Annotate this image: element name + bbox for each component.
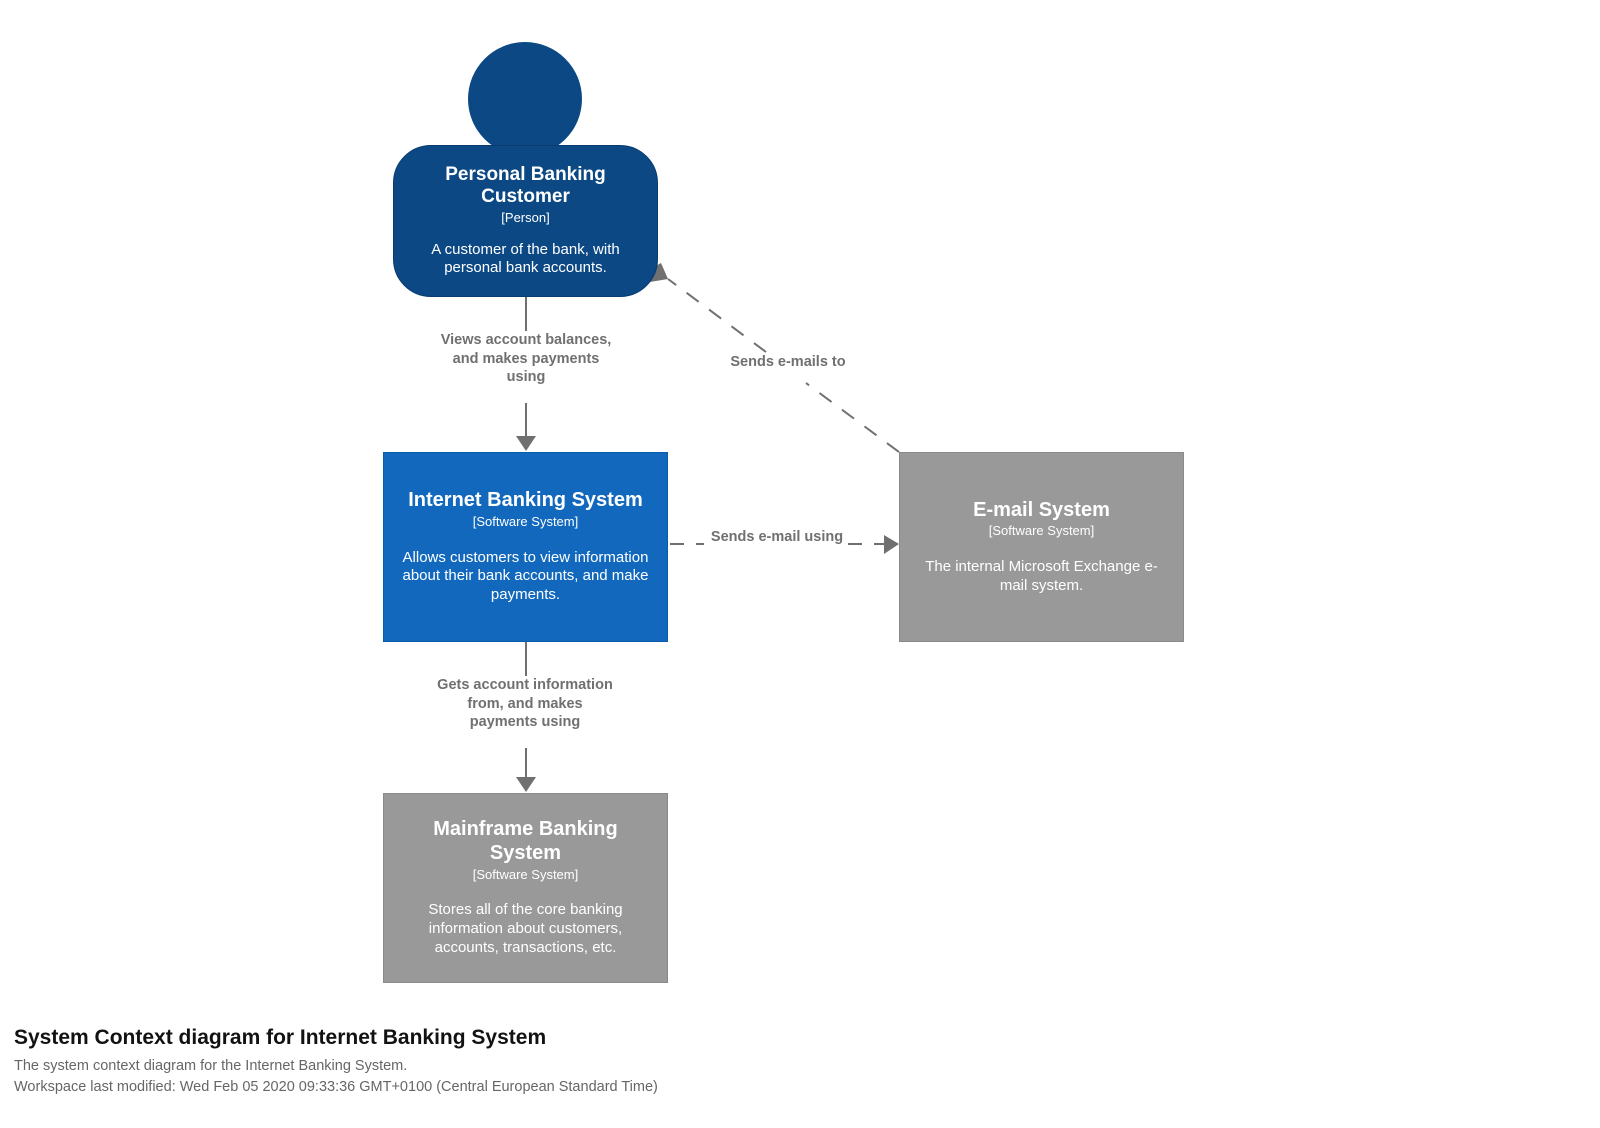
node-name: Personal Banking Customer: [445, 163, 606, 208]
edge-label-internet-banking-to-mainframe: Gets account information from, and makes…: [435, 676, 615, 732]
node-personal-banking-customer[interactable]: Personal Banking Customer [Person] A cus…: [393, 145, 658, 297]
diagram-footer: System Context diagram for Internet Bank…: [14, 1024, 658, 1098]
diagram-title: System Context diagram for Internet Bank…: [14, 1026, 547, 1049]
node-mainframe-banking-system[interactable]: Mainframe Banking System [Software Syste…: [383, 793, 668, 983]
person-head-icon: [468, 42, 582, 156]
edge-label-email-to-customer: Sends e-mails to: [700, 353, 876, 372]
diagram-last-modified: Workspace last modified: Wed Feb 05 2020…: [14, 1079, 658, 1096]
edge-email-to-customer-lower: [805, 382, 900, 453]
edge-label-customer-to-internet-banking: Views account balances, and makes paymen…: [440, 331, 612, 387]
node-type: [Software System]: [472, 513, 579, 529]
node-type: [Software System]: [472, 866, 579, 882]
node-email-system[interactable]: E-mail System [Software System] The inte…: [899, 452, 1184, 642]
edge-label-internet-banking-to-email: Sends e-mail using: [706, 528, 848, 547]
node-type: [Software System]: [988, 523, 1095, 539]
edge-email-to-customer-upper: [667, 278, 767, 353]
node-description: Stores all of the core banking informati…: [428, 901, 623, 956]
node-name: E-mail System: [973, 498, 1110, 521]
arrowhead-right-email: [884, 535, 899, 554]
node-description: Allows customers to view information abo…: [402, 548, 649, 604]
arrowhead-down-internet-banking: [516, 436, 536, 451]
node-type: [Person]: [501, 209, 550, 225]
node-internet-banking-system[interactable]: Internet Banking System [Software System…: [383, 452, 668, 642]
diagram-description: The system context diagram for the Inter…: [14, 1058, 408, 1075]
arrowhead-down-mainframe: [516, 777, 536, 792]
node-description: The internal Microsoft Exchange e-mail s…: [925, 557, 1158, 594]
node-name: Internet Banking System: [408, 489, 643, 512]
node-description: A customer of the bank, with personal ba…: [431, 240, 620, 277]
node-name: Mainframe Banking System: [433, 818, 618, 864]
